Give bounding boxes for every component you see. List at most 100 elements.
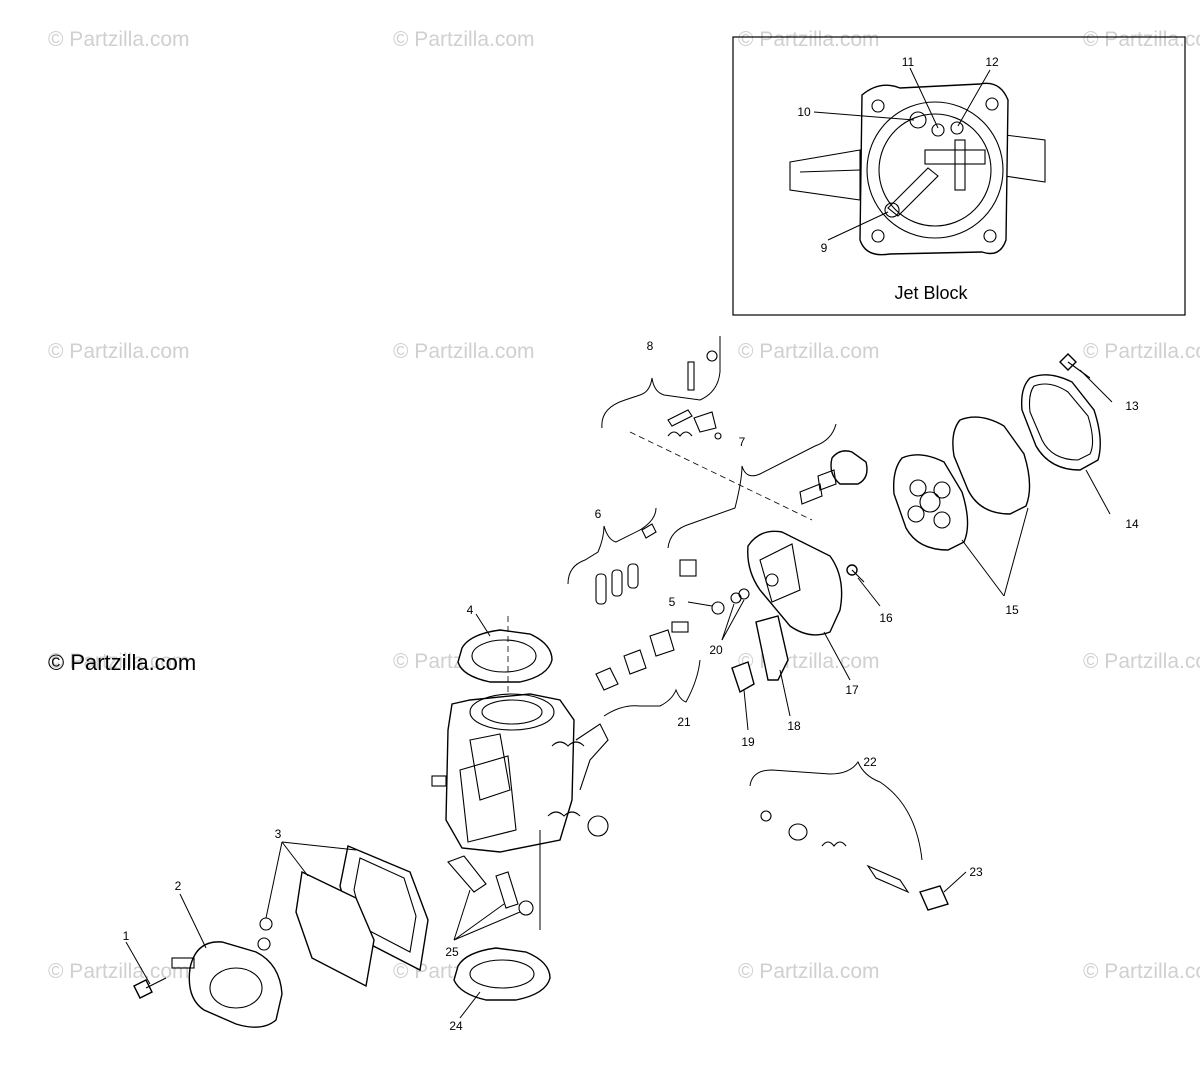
screw-1 — [133, 979, 153, 999]
plate-19 — [731, 661, 755, 694]
leader-15a — [961, 539, 1005, 597]
throttle-arm — [575, 723, 609, 791]
callout-22: 22 — [863, 755, 877, 769]
pin — [687, 361, 695, 391]
copyright-notice: © Partzilla.com — [48, 650, 197, 675]
callout-15: 15 — [1005, 603, 1019, 617]
jet-block-right-arm — [1004, 134, 1046, 183]
leader-20a — [721, 603, 735, 641]
gasket-24 — [453, 947, 551, 1001]
clip — [667, 409, 693, 427]
carburetor-cover — [459, 755, 517, 843]
gasket-hole — [907, 505, 925, 523]
callout-7: 7 — [739, 435, 746, 449]
leader-15b — [1003, 507, 1029, 597]
pump-body-detail — [759, 543, 801, 603]
gasket-21 — [623, 649, 647, 675]
jet-block-arm-line — [799, 169, 861, 173]
washer — [760, 810, 772, 822]
callout-9: 9 — [821, 241, 828, 255]
gasket-21 — [595, 667, 619, 691]
inset-title: Jet Block — [894, 283, 968, 303]
gasket-3b — [295, 870, 375, 988]
pump-cover-nipple — [171, 957, 195, 969]
jet-block-inset: Jet Block — [732, 36, 1186, 316]
diaphragm-14-inner — [1028, 383, 1094, 461]
leader-10 — [813, 111, 915, 121]
bracket-22 — [749, 760, 923, 861]
bracket-7 — [667, 423, 837, 549]
gasket-18 — [755, 615, 789, 681]
leader-19 — [743, 689, 749, 731]
gasket-3a-inner — [353, 857, 417, 953]
dashed-assembly-line — [629, 431, 813, 521]
ball — [714, 432, 722, 440]
spring — [667, 431, 693, 437]
cap-23 — [919, 885, 949, 911]
o-ring — [259, 917, 273, 931]
callout-12: 12 — [985, 55, 999, 69]
gasket-15b — [892, 454, 969, 551]
leader-18 — [779, 669, 791, 717]
callout-23: 23 — [969, 865, 983, 879]
leader-25b — [453, 903, 505, 941]
pump-body-17 — [747, 530, 843, 636]
leader-1 — [125, 941, 151, 985]
callout-6: 6 — [595, 507, 602, 521]
carburetor-face — [469, 733, 511, 801]
jet-block-screw — [931, 123, 945, 137]
jet-block-hole — [871, 99, 885, 113]
callout-8: 8 — [647, 339, 654, 353]
jet-block-bore-outer — [866, 101, 1004, 239]
clip-part — [627, 563, 639, 589]
spring-22 — [821, 841, 847, 847]
diaphragm-14 — [1020, 374, 1101, 471]
pump-cover-small — [830, 450, 868, 485]
bushing — [788, 823, 808, 841]
leader-3a — [265, 841, 283, 919]
leader-4 — [475, 613, 491, 637]
jet-block-body — [859, 82, 1009, 256]
callout-25: 25 — [445, 945, 459, 959]
fuel-inlet — [431, 775, 447, 787]
screw-16-shank — [851, 569, 865, 583]
gasket-4-bore — [471, 639, 537, 673]
gasket-hole — [909, 479, 927, 497]
leader-11 — [909, 67, 939, 129]
needle-22 — [866, 864, 910, 894]
gasket-hole — [919, 491, 941, 513]
jet-block-bore-inner — [878, 113, 992, 227]
gasket-hole — [933, 511, 951, 529]
callout-14: 14 — [1125, 517, 1139, 531]
gasket-hole — [933, 481, 951, 499]
leader-13 — [1079, 369, 1113, 403]
clip-part — [611, 569, 623, 597]
callout-2: 2 — [175, 879, 182, 893]
screw-25 — [447, 855, 487, 893]
o-ring-20 — [738, 588, 750, 600]
jet-block-hole — [983, 229, 997, 243]
jet-block-linkage — [954, 139, 966, 191]
screw-25 — [495, 871, 519, 909]
gasket-24-bore — [469, 959, 535, 989]
callout-20: 20 — [709, 643, 723, 657]
callout-18: 18 — [787, 719, 801, 733]
clip-part — [595, 573, 607, 605]
leader-3b — [281, 841, 309, 877]
choke-pivot — [587, 815, 609, 837]
jet-block-lever — [887, 167, 939, 217]
leader-14 — [1085, 469, 1111, 515]
bracket-8 — [601, 336, 721, 429]
callout-19: 19 — [741, 735, 755, 749]
callout-3: 3 — [275, 827, 282, 841]
jet-block-hole — [985, 97, 999, 111]
callout-13: 13 — [1125, 399, 1139, 413]
leader-16 — [857, 577, 881, 607]
gasket-15a — [952, 416, 1031, 515]
gasket-21 — [649, 629, 675, 657]
small-nut — [641, 523, 657, 539]
fitting — [679, 559, 697, 577]
pump-port — [765, 573, 779, 587]
